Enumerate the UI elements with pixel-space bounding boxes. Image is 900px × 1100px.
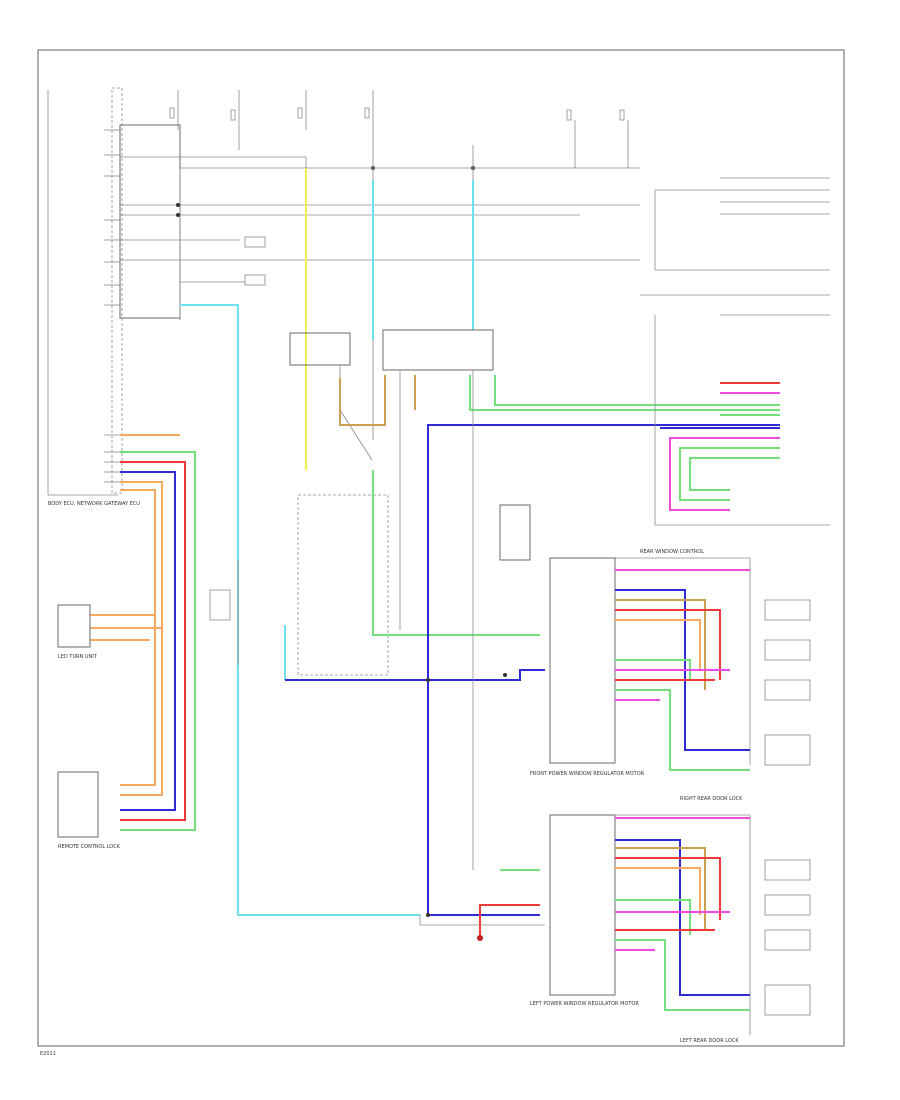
right-devices [764, 599, 811, 1016]
relay-boxes [289, 329, 494, 676]
rear-window-label: REAR WINDOW CONTROL [640, 549, 704, 555]
led-turn-label: LED TURN UNIT [58, 654, 98, 660]
body-ecu [47, 87, 640, 496]
wire-green-3 [372, 470, 540, 636]
diagram-frame [37, 49, 845, 1047]
top-fuse-feeds [169, 90, 629, 150]
remote-lock-box [57, 771, 99, 838]
wire-green-2 [469, 375, 780, 411]
body-ecu-label: BODY ECU, NETWORK GATEWAY ECU [48, 501, 140, 507]
left-harness [90, 434, 196, 831]
left-master-wires [615, 817, 750, 1011]
right-lock-label: RIGHT REAR DOOR LOCK [680, 796, 743, 802]
wire-tan [339, 375, 386, 426]
center-switch [209, 560, 239, 665]
left-master-module [549, 814, 751, 1035]
right-master-wires [615, 569, 750, 771]
left-lock-label: LEFT REAR DOOR LOCK [680, 1038, 739, 1044]
right-master-label: FRONT POWER WINDOW REGULATOR MOTOR [530, 771, 645, 777]
right-upper-wires [660, 382, 780, 511]
wire-blue-2 [285, 669, 545, 681]
wire-green-1 [494, 375, 780, 406]
left-master-label: LEFT POWER WINDOW REGULATOR MOTOR [530, 1001, 639, 1007]
wire-red-lower [479, 904, 540, 935]
body-ecu-lower-pins [104, 434, 180, 483]
remote-lock-label: REMOTE CONTROL LOCK [58, 844, 121, 850]
right-upper-connectors [640, 177, 830, 526]
footer-code: E2011 [40, 1051, 56, 1057]
led-turn-unit [57, 604, 91, 648]
wire-blue-main [427, 424, 780, 916]
